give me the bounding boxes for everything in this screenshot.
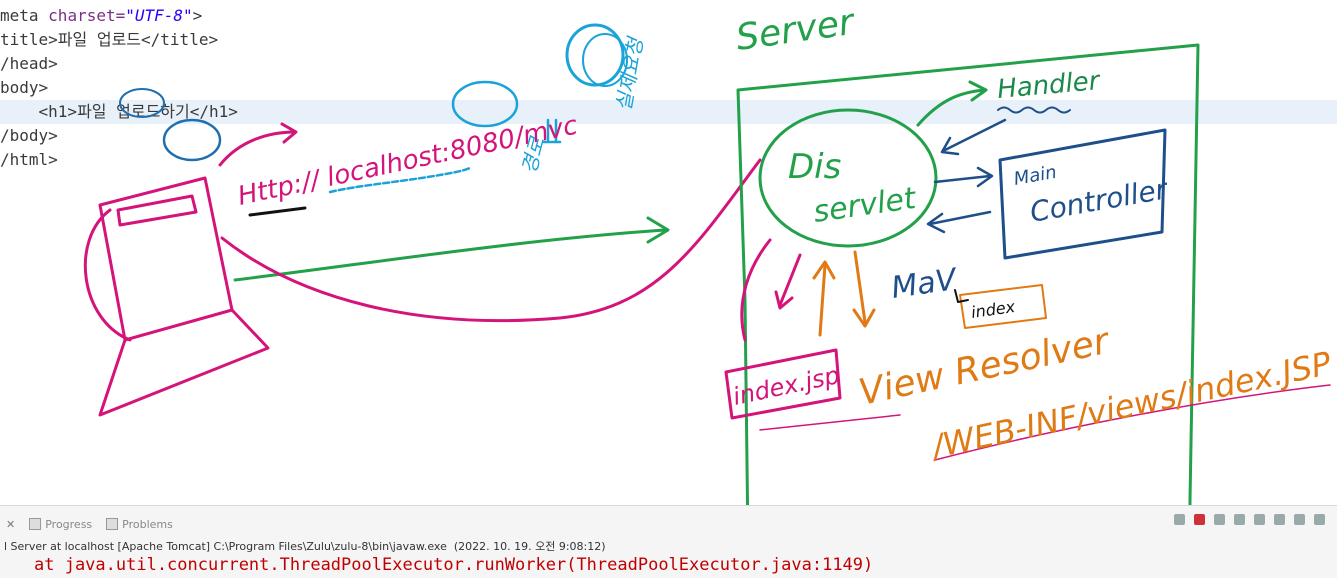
console-panel: ✕ Progress Problems l Server at localhos… <box>0 505 1337 578</box>
close-x-icon[interactable]: ✕ <box>6 517 16 531</box>
progress-icon <box>29 518 42 530</box>
console-toolbar <box>1174 514 1325 525</box>
tab-problems[interactable]: Problems <box>106 518 173 531</box>
code-line-4: body> <box>0 78 49 97</box>
scroll-lock-icon[interactable] <box>1254 514 1265 525</box>
code-line-7: /html> <box>0 150 58 169</box>
code-editor[interactable]: meta charset="UTF-8"> title>파일 업로드</titl… <box>0 0 1337 505</box>
view-menu-icon[interactable] <box>1314 514 1325 525</box>
code-line-5: <h1>파일 업로드하기</h1> <box>0 102 238 121</box>
console-tabs: ✕ Progress Problems <box>0 514 187 534</box>
problems-icon <box>106 518 119 530</box>
remove-launch-icon[interactable] <box>1214 514 1225 525</box>
terminate-icon[interactable] <box>1194 514 1205 525</box>
code-line-6: /body> <box>0 126 58 145</box>
open-console-icon[interactable] <box>1294 514 1305 525</box>
word-wrap-icon[interactable] <box>1274 514 1285 525</box>
stack-trace-line: at java.util.concurrent.ThreadPoolExecut… <box>34 555 874 575</box>
remove-all-icon[interactable] <box>1234 514 1245 525</box>
code-line-2: title>파일 업로드</title> <box>0 30 219 49</box>
server-status-line: l Server at localhost [Apache Tomcat] C:… <box>4 540 606 553</box>
pin-icon[interactable] <box>1174 514 1185 525</box>
code-line-1: meta charset="UTF-8"> <box>0 6 203 25</box>
code-line-3: /head> <box>0 54 58 73</box>
tab-progress[interactable]: Progress <box>29 518 92 531</box>
